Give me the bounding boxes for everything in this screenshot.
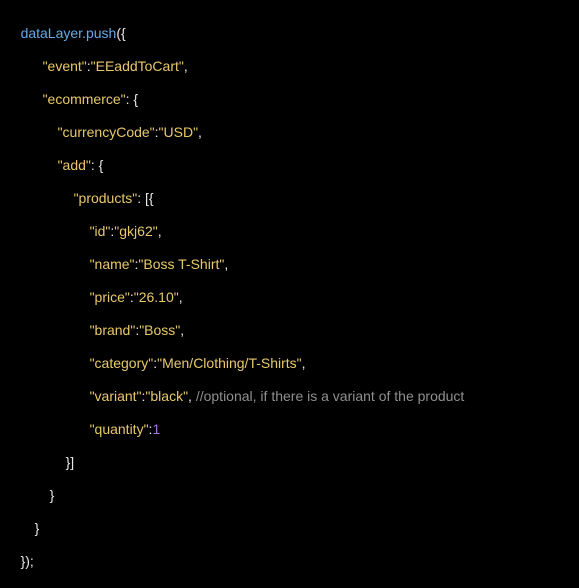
code-editor: dataLayer.push({ "event":"EEaddToCart", …	[5, 6, 465, 569]
code-line: "products": [{	[58, 171, 154, 206]
code-value: "Boss T-Shirt"	[138, 256, 225, 272]
code-key: "ecommerce"	[42, 91, 126, 107]
code-punctuation: ,	[178, 289, 183, 305]
code-line: "quantity":1	[74, 402, 161, 437]
code-punctuation: :	[154, 124, 159, 140]
code-value: "Boss"	[139, 322, 181, 338]
code-line: "variant":"black", //optional, if there …	[74, 369, 465, 404]
code-comment: //optional, if there is a variant of the…	[191, 388, 465, 404]
code-value: "EEaddToCart"	[90, 58, 184, 74]
code-punctuation: :	[134, 256, 139, 272]
code-number: 1	[152, 421, 161, 437]
code-punctuation: ({	[116, 25, 126, 41]
code-key: "variant"	[89, 388, 142, 404]
code-key: "products"	[73, 190, 138, 206]
code-value: "gkj62"	[114, 223, 158, 239]
code-punctuation: :	[153, 355, 158, 371]
code-line: "currencyCode":"USD",	[42, 105, 202, 140]
code-line: "category":"Men/Clothing/T-Shirts",	[74, 336, 306, 371]
code-key: "quantity"	[89, 421, 149, 437]
code-punctuation: }	[49, 487, 55, 503]
code-key: "add"	[57, 157, 91, 173]
code-value: "black"	[145, 388, 189, 404]
code-punctuation: ,	[198, 124, 202, 140]
code-punctuation: :	[141, 388, 146, 404]
code-key: "name"	[89, 256, 135, 272]
code-line: dataLayer.push({	[5, 6, 126, 41]
code-line: "id":"gkj62",	[74, 204, 162, 239]
code-punctuation: ,	[180, 322, 185, 338]
code-key: "price"	[89, 289, 130, 305]
code-identifier: dataLayer.push	[20, 25, 117, 41]
code-value: "Men/Clothing/T-Shirts"	[157, 355, 302, 371]
code-punctuation: : [{	[137, 190, 154, 206]
code-punctuation: : {	[125, 91, 139, 107]
code-punctuation: :	[129, 289, 134, 305]
code-punctuation: ,	[157, 223, 162, 239]
code-line: "name":"Boss T-Shirt",	[74, 237, 229, 272]
code-punctuation: :	[86, 58, 91, 74]
code-key: "event"	[42, 58, 87, 74]
code-punctuation: :	[148, 421, 153, 437]
code-line: "add": {	[42, 138, 104, 173]
code-key: "id"	[89, 223, 111, 239]
code-line: }]	[50, 435, 75, 470]
code-value: "26.10"	[133, 289, 179, 305]
code-key: "category"	[89, 355, 154, 371]
code-punctuation: }]	[65, 454, 75, 470]
code-key: "brand"	[89, 322, 136, 338]
code-line: }	[19, 501, 40, 536]
code-punctuation: }	[34, 520, 40, 536]
code-punctuation: :	[135, 322, 140, 338]
code-line: "event":"EEaddToCart",	[27, 39, 188, 74]
code-punctuation: ,	[188, 388, 192, 404]
code-value: "USD"	[158, 124, 199, 140]
code-line: "ecommerce": {	[27, 72, 139, 107]
code-punctuation: ,	[224, 256, 229, 272]
code-punctuation: ,	[301, 355, 306, 371]
code-punctuation: : {	[90, 157, 104, 173]
code-line: });	[5, 534, 34, 569]
code-punctuation: :	[110, 223, 115, 239]
code-key: "currencyCode"	[57, 124, 155, 140]
code-line: "price":"26.10",	[74, 270, 183, 305]
code-line: "brand":"Boss",	[74, 303, 185, 338]
code-punctuation: ,	[183, 58, 188, 74]
code-punctuation: });	[20, 553, 34, 569]
code-line: }	[34, 468, 55, 503]
